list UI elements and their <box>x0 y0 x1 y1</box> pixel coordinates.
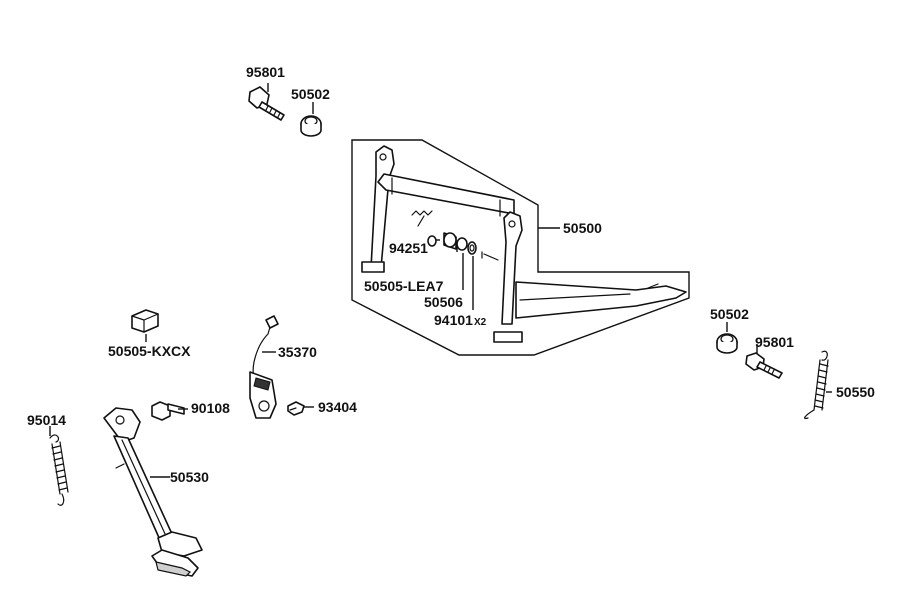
side-stand-50530 <box>103 407 203 577</box>
label-95014: 95014 <box>27 412 66 428</box>
center-stand-50500 <box>361 145 687 343</box>
label-94101: 94101X2 <box>434 312 486 331</box>
label-50550: 50550 <box>836 384 875 400</box>
label-93404: 93404 <box>318 399 357 415</box>
collar-50505-lea7 <box>427 232 457 250</box>
label-50505-lea7: 50505-LEA7 <box>364 278 444 294</box>
label-94101-quantity: X2 <box>473 317 487 328</box>
spacer-50506 <box>456 237 468 251</box>
label-95801-right: 95801 <box>755 334 794 350</box>
spring-95014 <box>49 434 69 506</box>
label-94251: 94251 <box>389 240 428 256</box>
rubber-50505-kxcx <box>131 309 159 333</box>
center-stand-group-outline <box>351 139 690 356</box>
label-35370: 35370 <box>278 344 317 360</box>
label-50500: 50500 <box>563 220 602 236</box>
label-90108: 90108 <box>191 400 230 416</box>
bolt-95801-top <box>248 86 285 121</box>
label-50530: 50530 <box>170 469 209 485</box>
label-50502-right: 50502 <box>710 306 749 322</box>
label-50502-top: 50502 <box>291 86 330 102</box>
screw-93404 <box>287 401 305 416</box>
bolt-90108 <box>151 401 185 421</box>
spring-50550 <box>804 350 829 420</box>
nut-50502-top <box>300 115 322 137</box>
switch-35370 <box>249 315 279 419</box>
pin-94251 <box>411 210 433 227</box>
label-95801-top: 95801 <box>246 64 285 80</box>
nut-50502-right <box>716 333 738 354</box>
bolt-95801-right <box>745 352 783 379</box>
label-94101-number: 94101 <box>434 312 473 328</box>
label-50505-kxcx: 50505-KXCX <box>108 343 191 359</box>
washer-94101 <box>467 241 477 255</box>
label-50506: 50506 <box>424 294 463 310</box>
